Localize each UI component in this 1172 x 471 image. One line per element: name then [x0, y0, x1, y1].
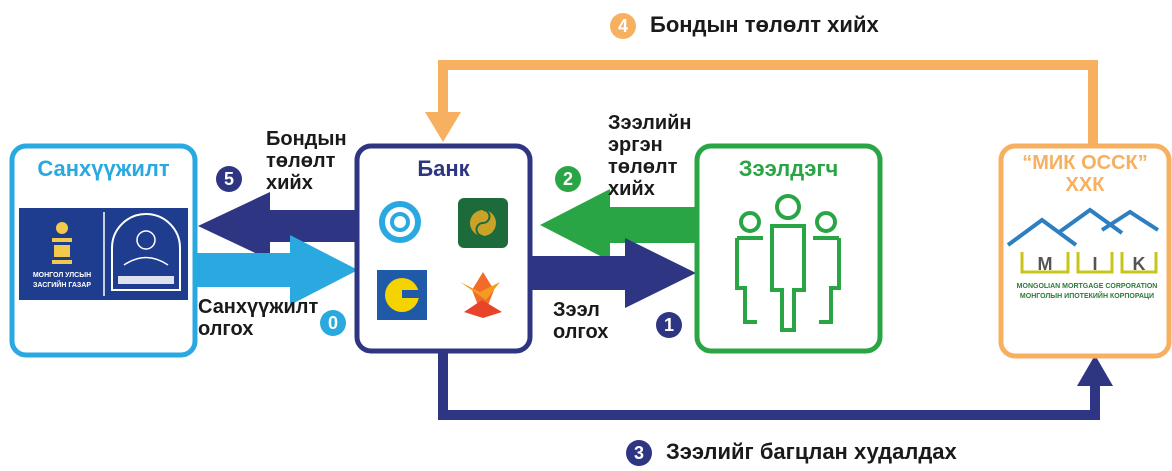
house-roof-icon: [1006, 207, 1160, 247]
step4-number: 4: [610, 13, 636, 39]
mik-logo-text-1: MONGOLIAN MORTGAGE CORPORATION: [1017, 283, 1158, 290]
step3-arrowhead: [1077, 355, 1113, 386]
financing-title: Санхүүжилт: [37, 156, 170, 181]
mik-letter-k: K: [1133, 254, 1146, 274]
bank-logo-blue-knot-icon: [379, 201, 421, 243]
step1-label-line2: олгох: [553, 321, 609, 343]
step5-arrow: [198, 192, 355, 260]
step1-label-line1: Зээл: [553, 299, 600, 321]
step3-number: 3: [626, 440, 652, 466]
step2-label-line2: эргэн: [608, 134, 663, 156]
step5-label-line2: төлөлт: [266, 150, 336, 172]
mik-letter-m: M: [1038, 254, 1053, 274]
government-seal-icon: [111, 213, 181, 291]
step2-label-line3: төлөлт: [608, 156, 678, 178]
step0-label-line1: Санхүүжилт: [198, 296, 319, 318]
step3-arrow: [438, 352, 1100, 420]
step5-label-line3: хийх: [266, 172, 313, 194]
step3-label: Зээлийг багцлан худалдах: [666, 439, 957, 464]
step2-label-line1: Зээлийн: [608, 112, 692, 134]
step1-number: 1: [656, 312, 682, 338]
step0-arrow: [195, 235, 358, 305]
mik-letter-boxes: [1020, 252, 1158, 274]
mik-title-line2: ХХК: [1065, 174, 1105, 196]
mongolia-emblem-icon: [52, 222, 72, 264]
financing-logo-text-1: МОНГОЛ УЛСЫН: [33, 272, 91, 279]
mik-letter-i: I: [1092, 254, 1097, 274]
bank-title: Банк: [417, 156, 470, 181]
mik-logo-text-2: МОНГОЛЫН ИПОТЕКИЙН КОРПОРАЦИ: [1020, 291, 1154, 300]
bank-logo-g-icon: [377, 270, 427, 320]
mik-box: [998, 143, 1172, 359]
step5-number: 5: [216, 166, 242, 192]
step2-arrow: [540, 189, 700, 261]
step2-number: 2: [555, 166, 581, 192]
step5-label-line1: Бондын: [266, 128, 347, 150]
borrower-title: Зээлдэгч: [738, 156, 839, 181]
borrower-box: [694, 143, 883, 354]
step4-arrowhead: [425, 112, 461, 142]
step1-arrow: [530, 238, 696, 308]
bank-logo-green-leaf-icon: [458, 198, 508, 248]
mik-title-line1: “МИК ОССК”: [1022, 152, 1148, 174]
bank-logo-orange-flower-icon: [460, 272, 502, 318]
step0-number: 0: [320, 310, 346, 336]
financing-logo-text-2: ЗАСГИЙН ГАЗАР: [33, 280, 91, 289]
step4-label: Бондын төлөлт хийх: [650, 12, 879, 37]
step2-label-line4: хийх: [608, 178, 655, 200]
step0-label-line2: олгох: [198, 318, 254, 340]
step4-arrow: [438, 60, 1098, 150]
people-group-icon: [735, 194, 841, 332]
